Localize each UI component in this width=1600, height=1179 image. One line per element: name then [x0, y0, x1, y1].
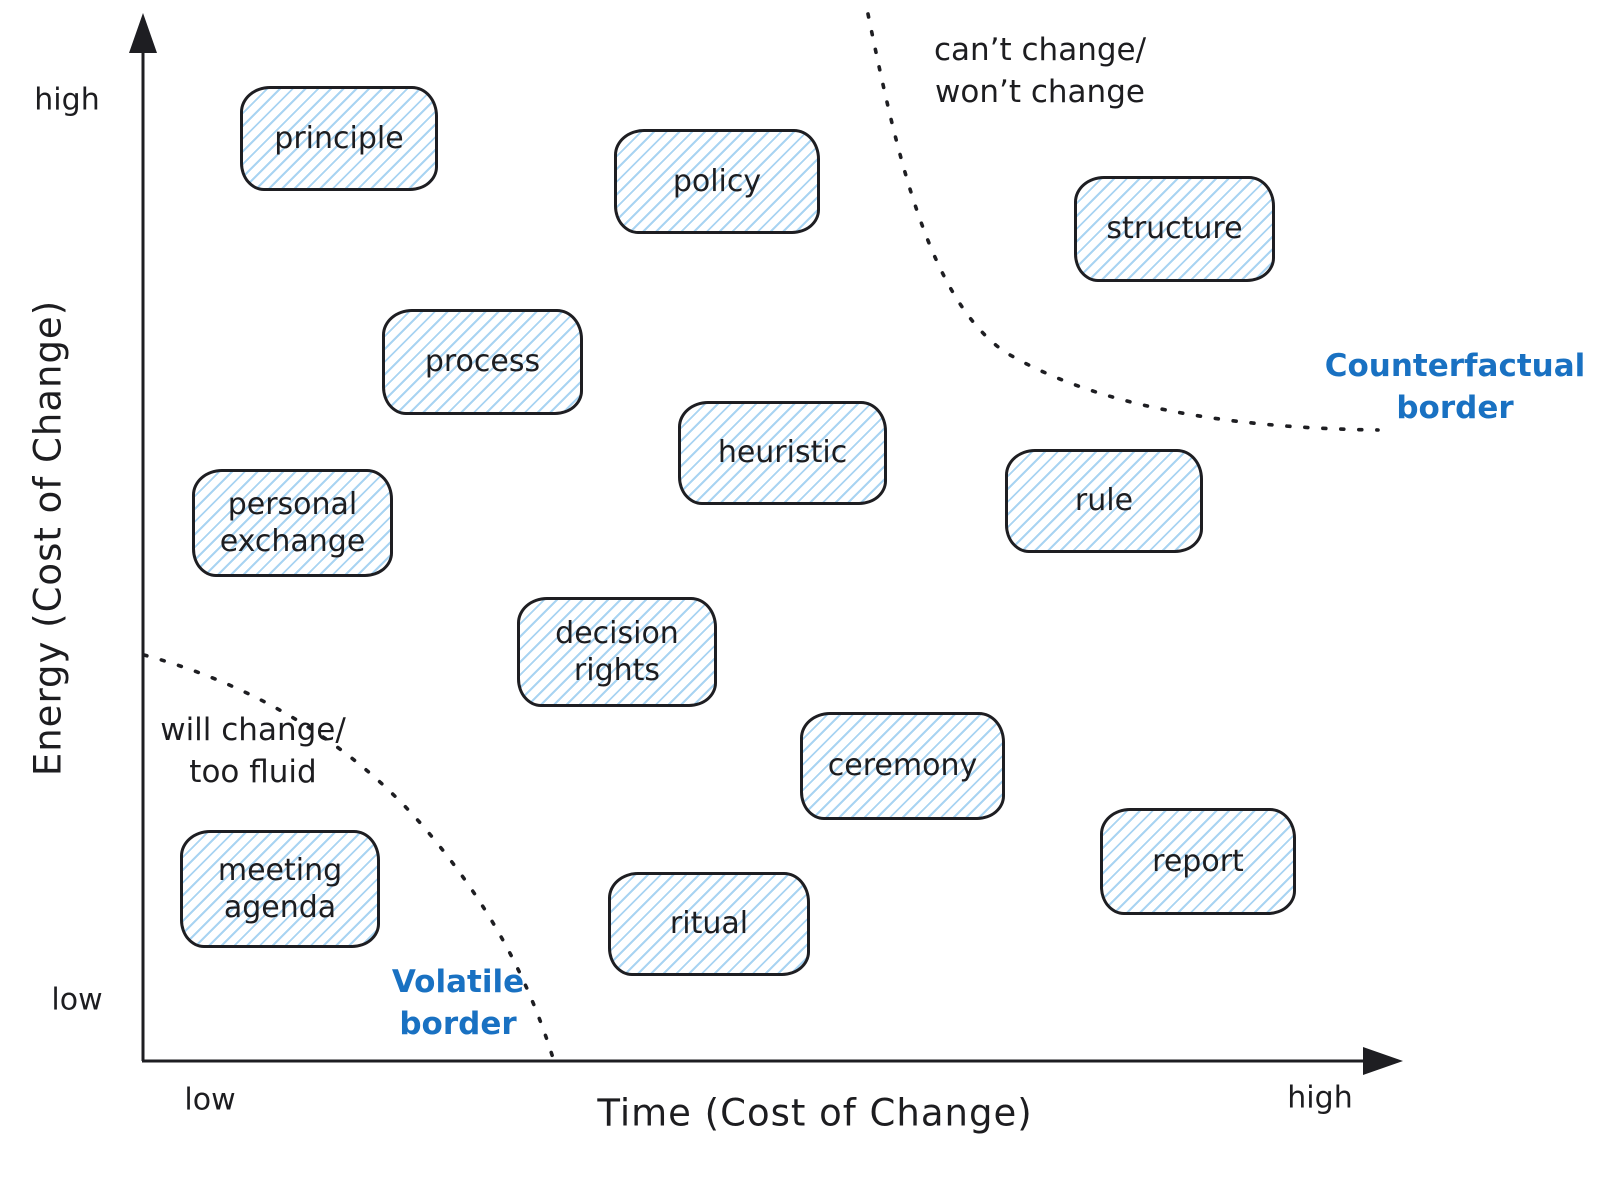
volatile-border-label: Volatile border: [391, 964, 525, 1042]
concept-box-report[interactable]: report: [1100, 808, 1296, 915]
concept-box-policy[interactable]: policy: [614, 129, 820, 234]
concept-box-rule[interactable]: rule: [1005, 449, 1203, 553]
y-axis-high-label: high: [34, 82, 100, 118]
concept-box-decision-rights[interactable]: decision rights: [517, 597, 717, 707]
concept-box-ceremony[interactable]: ceremony: [800, 712, 1005, 820]
y-axis-title: Energy (Cost of Change): [26, 299, 70, 777]
concept-box-structure[interactable]: structure: [1074, 176, 1275, 282]
x-axis-title: Time (Cost of Change): [597, 1091, 1033, 1135]
x-axis-low-label: low: [184, 1082, 236, 1118]
counterfactual-region-note: can’t change/ won’t change: [933, 32, 1147, 110]
volatile-region-note: will change/ too fluid: [160, 712, 346, 790]
concept-box-ritual[interactable]: ritual: [608, 872, 810, 976]
concept-box-principle[interactable]: principle: [240, 86, 438, 191]
counterfactual-border-label: Counterfactual border: [1324, 348, 1586, 426]
concept-box-personal-exchange[interactable]: personal exchange: [192, 469, 393, 577]
x-axis-arrowhead-icon: [1363, 1047, 1403, 1075]
volatile-border-curve: [142, 653, 555, 1060]
y-axis-arrowhead-icon: [129, 13, 157, 53]
concept-box-process[interactable]: process: [382, 309, 583, 415]
concept-box-meeting-agenda[interactable]: meeting agenda: [180, 830, 380, 948]
y-axis-low-label: low: [51, 982, 103, 1018]
concept-box-heuristic[interactable]: heuristic: [678, 401, 887, 505]
counterfactual-border-curve: [866, 12, 1380, 432]
x-axis-high-label: high: [1287, 1080, 1353, 1116]
